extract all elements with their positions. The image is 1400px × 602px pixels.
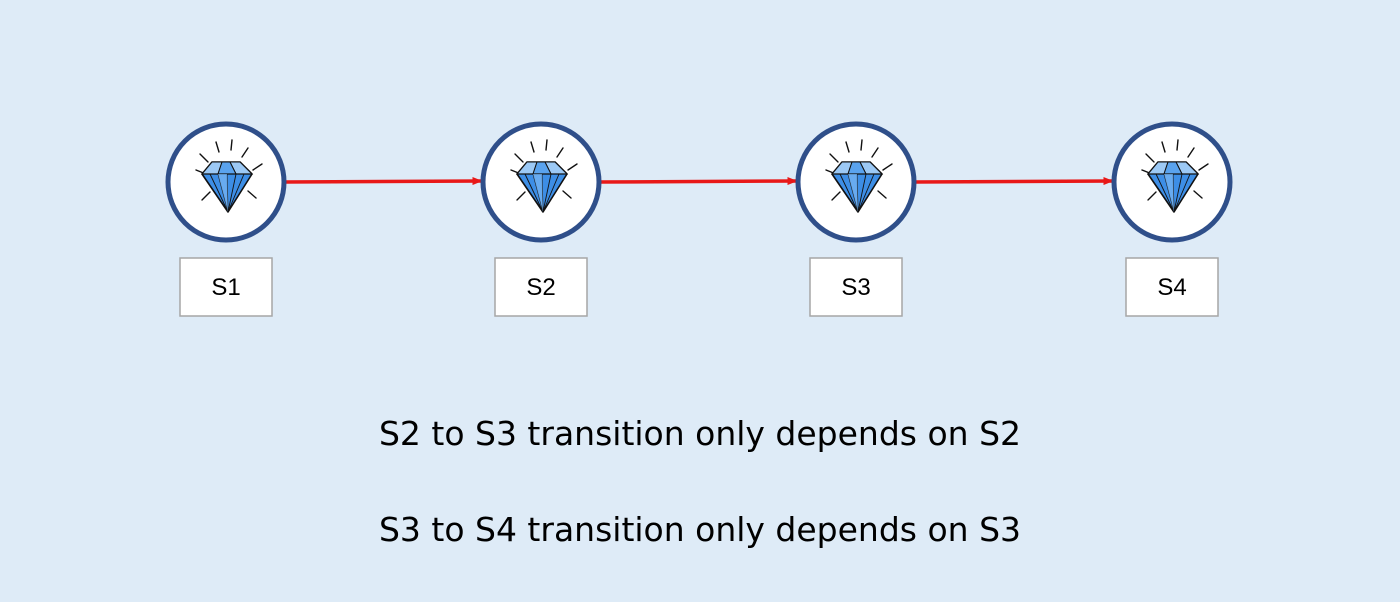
transition-edges [285,177,1114,186]
state-node-s1 [165,121,287,243]
state-label-box-s3: S3 [809,257,903,317]
diamond-icon [825,139,893,213]
state-label-box-s1: S1 [179,257,273,317]
state-nodes: S1 S2 S3 S4 [165,121,1233,317]
transition-arrow-s2-s3 [600,177,798,186]
state-node-s4 [1111,121,1233,243]
diamond-icon [195,139,263,213]
diamond-icon [510,139,578,213]
state-label-box-s4: S4 [1125,257,1219,317]
diamond-icon [1141,139,1209,213]
state-node-s2 [480,121,602,243]
state-label-box-s2: S2 [494,257,588,317]
state-label-text: S3 [841,274,870,301]
state-label-text: S1 [211,274,240,301]
state-label-text: S2 [526,274,555,301]
caption-s2-s3: S2 to S3 transition only depends on S2 [378,414,1022,453]
state-node-s3 [795,121,917,243]
transition-arrow-s3-s4 [915,177,1114,186]
transition-arrow-s1-s2 [285,177,483,186]
state-label-text: S4 [1157,274,1186,301]
caption-s3-s4: S3 to S4 transition only depends on S3 [378,510,1022,549]
